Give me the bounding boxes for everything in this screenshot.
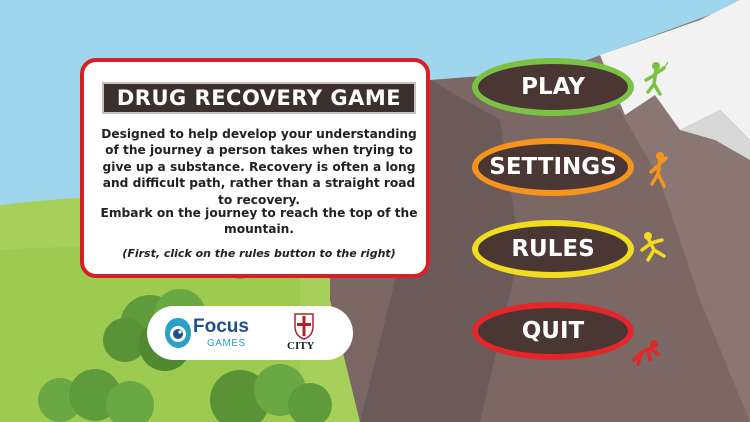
game-embark-text: Embark on the journey to reach the top o… <box>100 206 418 237</box>
climber-icon <box>649 152 668 188</box>
quit-button[interactable]: QUIT <box>472 302 634 360</box>
focus-eye-icon <box>165 318 191 348</box>
climber-icon <box>632 340 660 366</box>
city-crest-icon <box>294 313 314 340</box>
game-title: DRUG RECOVERY GAME <box>102 82 416 114</box>
tree-cluster-bottom <box>38 364 332 422</box>
focus-logo-text: Focus <box>193 316 249 337</box>
snow-cap <box>600 0 750 140</box>
game-description: Designed to help develop your understand… <box>101 127 417 207</box>
climber-icon <box>640 232 666 262</box>
rules-button[interactable]: RULES <box>472 220 634 278</box>
climber-icon <box>644 61 669 96</box>
city-logo-text: CITY <box>287 340 315 352</box>
games-logo-text: GAMES <box>207 338 246 349</box>
rules-hint: (First, click on the rules button to the… <box>122 247 396 260</box>
intro-panel: DRUG RECOVERY GAME Designed to help deve… <box>80 58 430 278</box>
play-button[interactable]: PLAY <box>472 58 634 116</box>
logo-badge: Focus GAMES CITY <box>147 306 353 360</box>
settings-button[interactable]: SETTINGS <box>472 138 634 196</box>
snow-shadow <box>680 110 750 160</box>
